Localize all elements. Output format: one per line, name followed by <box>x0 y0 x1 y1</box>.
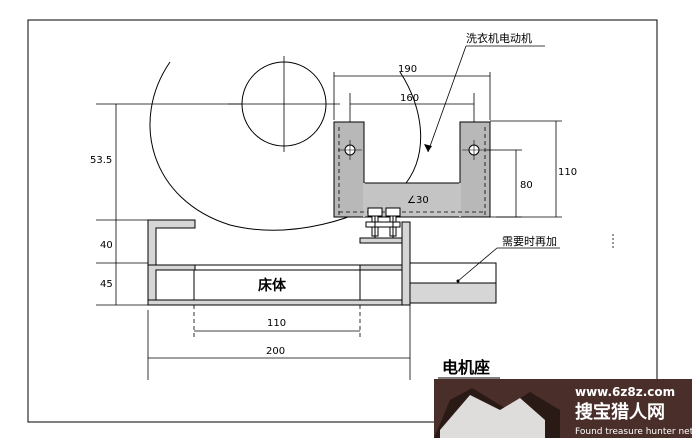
dim-53-5-text: 53.5 <box>90 155 112 166</box>
add-on-leader <box>457 247 498 282</box>
dim-80-text: 80 <box>520 180 533 191</box>
dim-45-text: 45 <box>100 279 113 290</box>
bed-body-label: 床体 <box>258 277 287 294</box>
dim-200 <box>147 305 411 380</box>
drawing-title: 电机座 <box>442 358 490 377</box>
dim-53-5 <box>96 103 242 221</box>
bed-body-box <box>193 269 361 301</box>
dim-40 <box>96 220 148 264</box>
dim-160 <box>349 93 475 122</box>
dim-200-text: 200 <box>266 346 285 357</box>
dim-40-text: 40 <box>100 240 113 251</box>
dim-160-text: 160 <box>400 93 419 104</box>
drawing-frame <box>27 19 658 423</box>
watermark-brand-en: Found treasure hunter net <box>575 427 694 437</box>
dim-110-bottom-text: 110 <box>267 318 286 329</box>
dim-45 <box>96 263 148 306</box>
dim-190 <box>333 72 491 120</box>
watermark-url: www.6z8z.com <box>575 385 675 399</box>
dim-110-right-text: 110 <box>558 167 577 178</box>
watermark: www.6z8z.com 搜宝猎人网 Found treasure hunter… <box>434 379 694 438</box>
bed-channel <box>147 219 411 306</box>
adjustment-bolts <box>365 207 401 242</box>
motor-housing-arc <box>149 61 422 231</box>
dim-110-right <box>490 120 562 218</box>
dim-angle-text: ∠30 <box>407 195 429 206</box>
motor-name-leader <box>427 45 467 153</box>
add-on-block <box>409 262 497 304</box>
dim-190-text: 190 <box>398 64 417 75</box>
add-when-needed-label: 需要时再加 <box>502 235 557 248</box>
watermark-brand-cn: 搜宝猎人网 <box>575 401 665 423</box>
dim-80 <box>486 149 522 218</box>
motor-name-label: 洗衣机电动机 <box>466 31 532 45</box>
